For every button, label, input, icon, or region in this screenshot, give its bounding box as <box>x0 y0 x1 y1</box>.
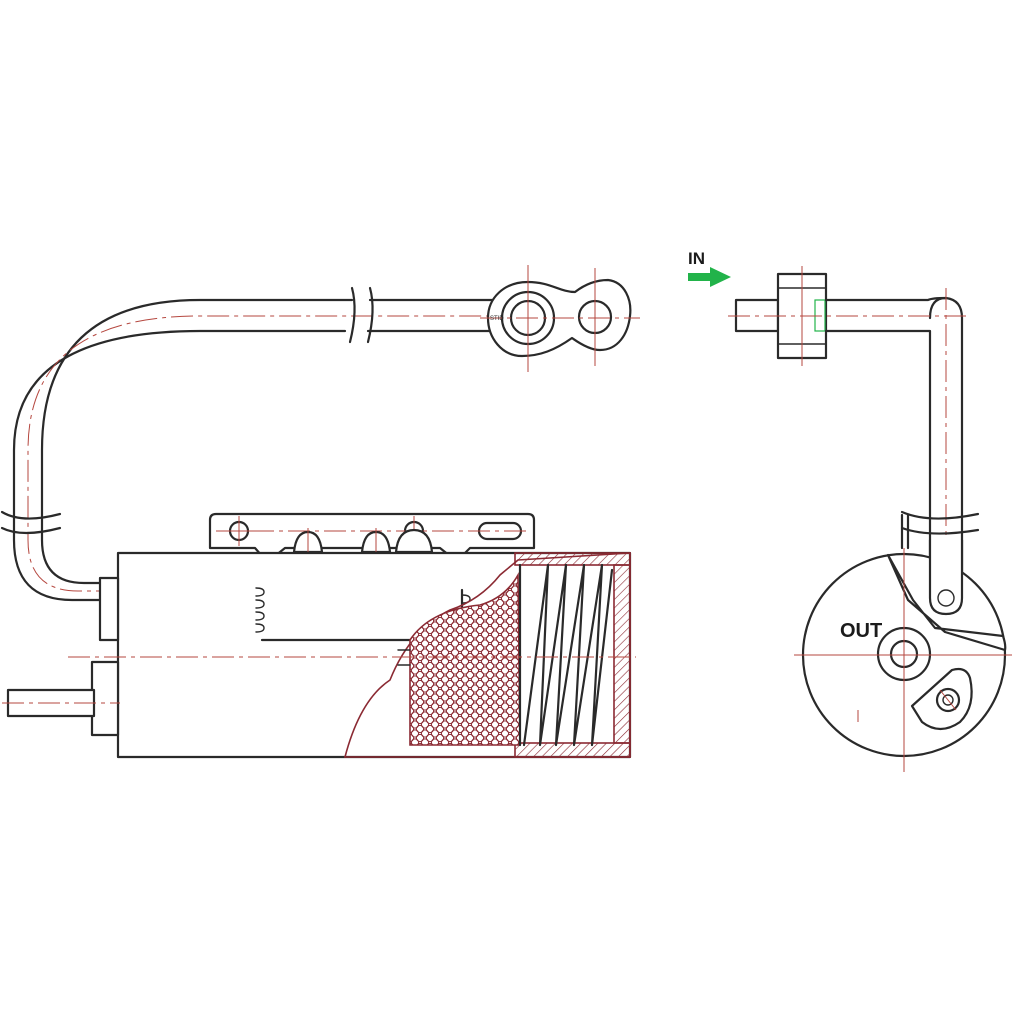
pipe-flange: STID <box>480 265 640 372</box>
svg-text:STID: STID <box>490 316 504 322</box>
inlet-label: IN <box>688 249 705 268</box>
drier-end-circle: OUT <box>794 538 1012 772</box>
outlet-pipe <box>0 286 500 602</box>
arrow-right-icon <box>688 267 731 287</box>
drier-body <box>2 551 636 759</box>
outlet-label: OUT <box>840 620 882 642</box>
side-view: STID <box>0 265 640 759</box>
end-view: IN <box>688 249 1012 772</box>
inlet-fitting <box>728 266 980 602</box>
mounting-bracket <box>208 512 536 642</box>
